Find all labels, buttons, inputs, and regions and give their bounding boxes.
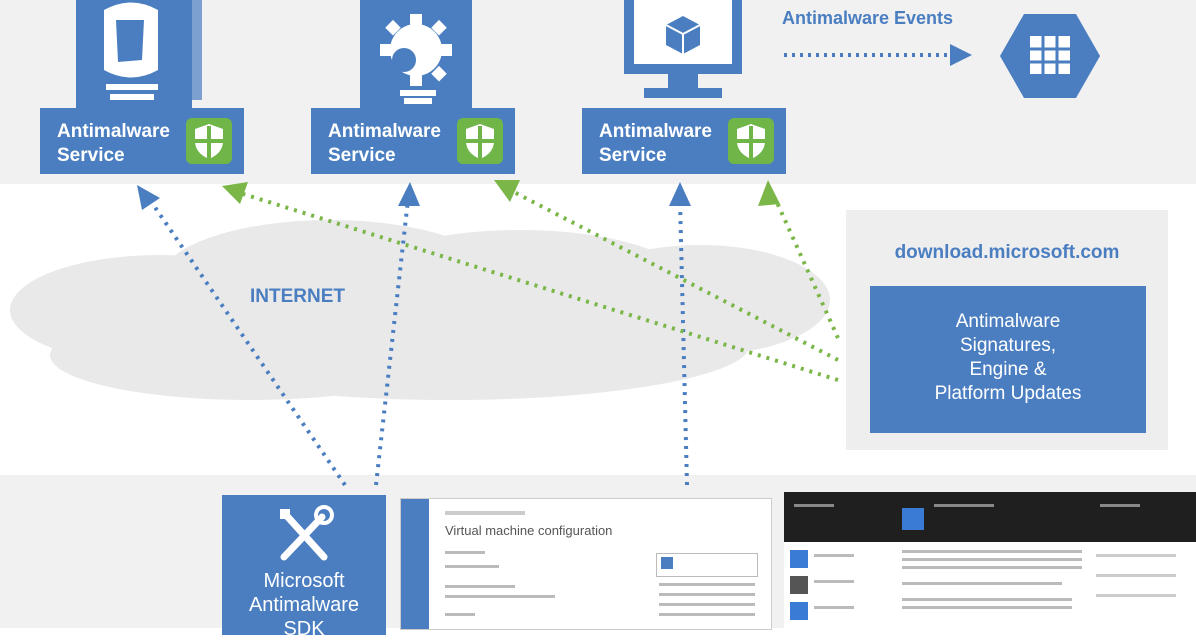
updates-line: Platform Updates: [934, 383, 1082, 404]
service-label: Antimalware Service: [328, 121, 441, 166]
vm-configuration-screenshot: Virtual machine configuration: [400, 498, 772, 630]
antimalware-sdk-box: Microsoft Antimalware SDK: [222, 495, 386, 640]
vm-config-title: Virtual machine configuration: [445, 523, 613, 538]
antimalware-shield-icon: [728, 118, 774, 164]
download-site-title: download.microsoft.com: [894, 242, 1120, 263]
updates-box: Antimalware Signatures, Engine & Platfor…: [870, 286, 1146, 433]
events-arrow: [784, 44, 972, 66]
vm-icon-2: [360, 0, 472, 112]
antimalware-service-box-3: Antimalware Service: [582, 108, 786, 174]
storage-table-hexagon-icon: [1000, 14, 1100, 98]
updates-line: Signatures,: [959, 335, 1057, 356]
marketplace-screenshot: [784, 492, 1196, 628]
antimalware-events-label: Antimalware Events: [782, 8, 954, 28]
antimalware-service-box-1: Antimalware Service: [40, 108, 244, 174]
service-label: Antimalware Service: [599, 121, 712, 166]
connection-lines: [137, 180, 840, 487]
internet-cloud: [10, 220, 830, 400]
vm-icon-1: [76, 0, 202, 112]
monitor-icon: [624, 0, 742, 98]
updates-line: Antimalware: [955, 311, 1061, 332]
internet-label: INTERNET: [250, 286, 345, 307]
download-panel: download.microsoft.com Antimalware Signa…: [846, 210, 1168, 450]
service-label: Antimalware Service: [57, 121, 170, 166]
antimalware-shield-icon: [457, 118, 503, 164]
sdk-label: Microsoft Antimalware SDK: [248, 570, 360, 640]
antimalware-service-box-2: Antimalware Service: [311, 108, 515, 174]
wrench-screwdriver-icon: [280, 505, 334, 561]
updates-line: Engine &: [969, 359, 1047, 380]
antimalware-shield-icon: [186, 118, 232, 164]
